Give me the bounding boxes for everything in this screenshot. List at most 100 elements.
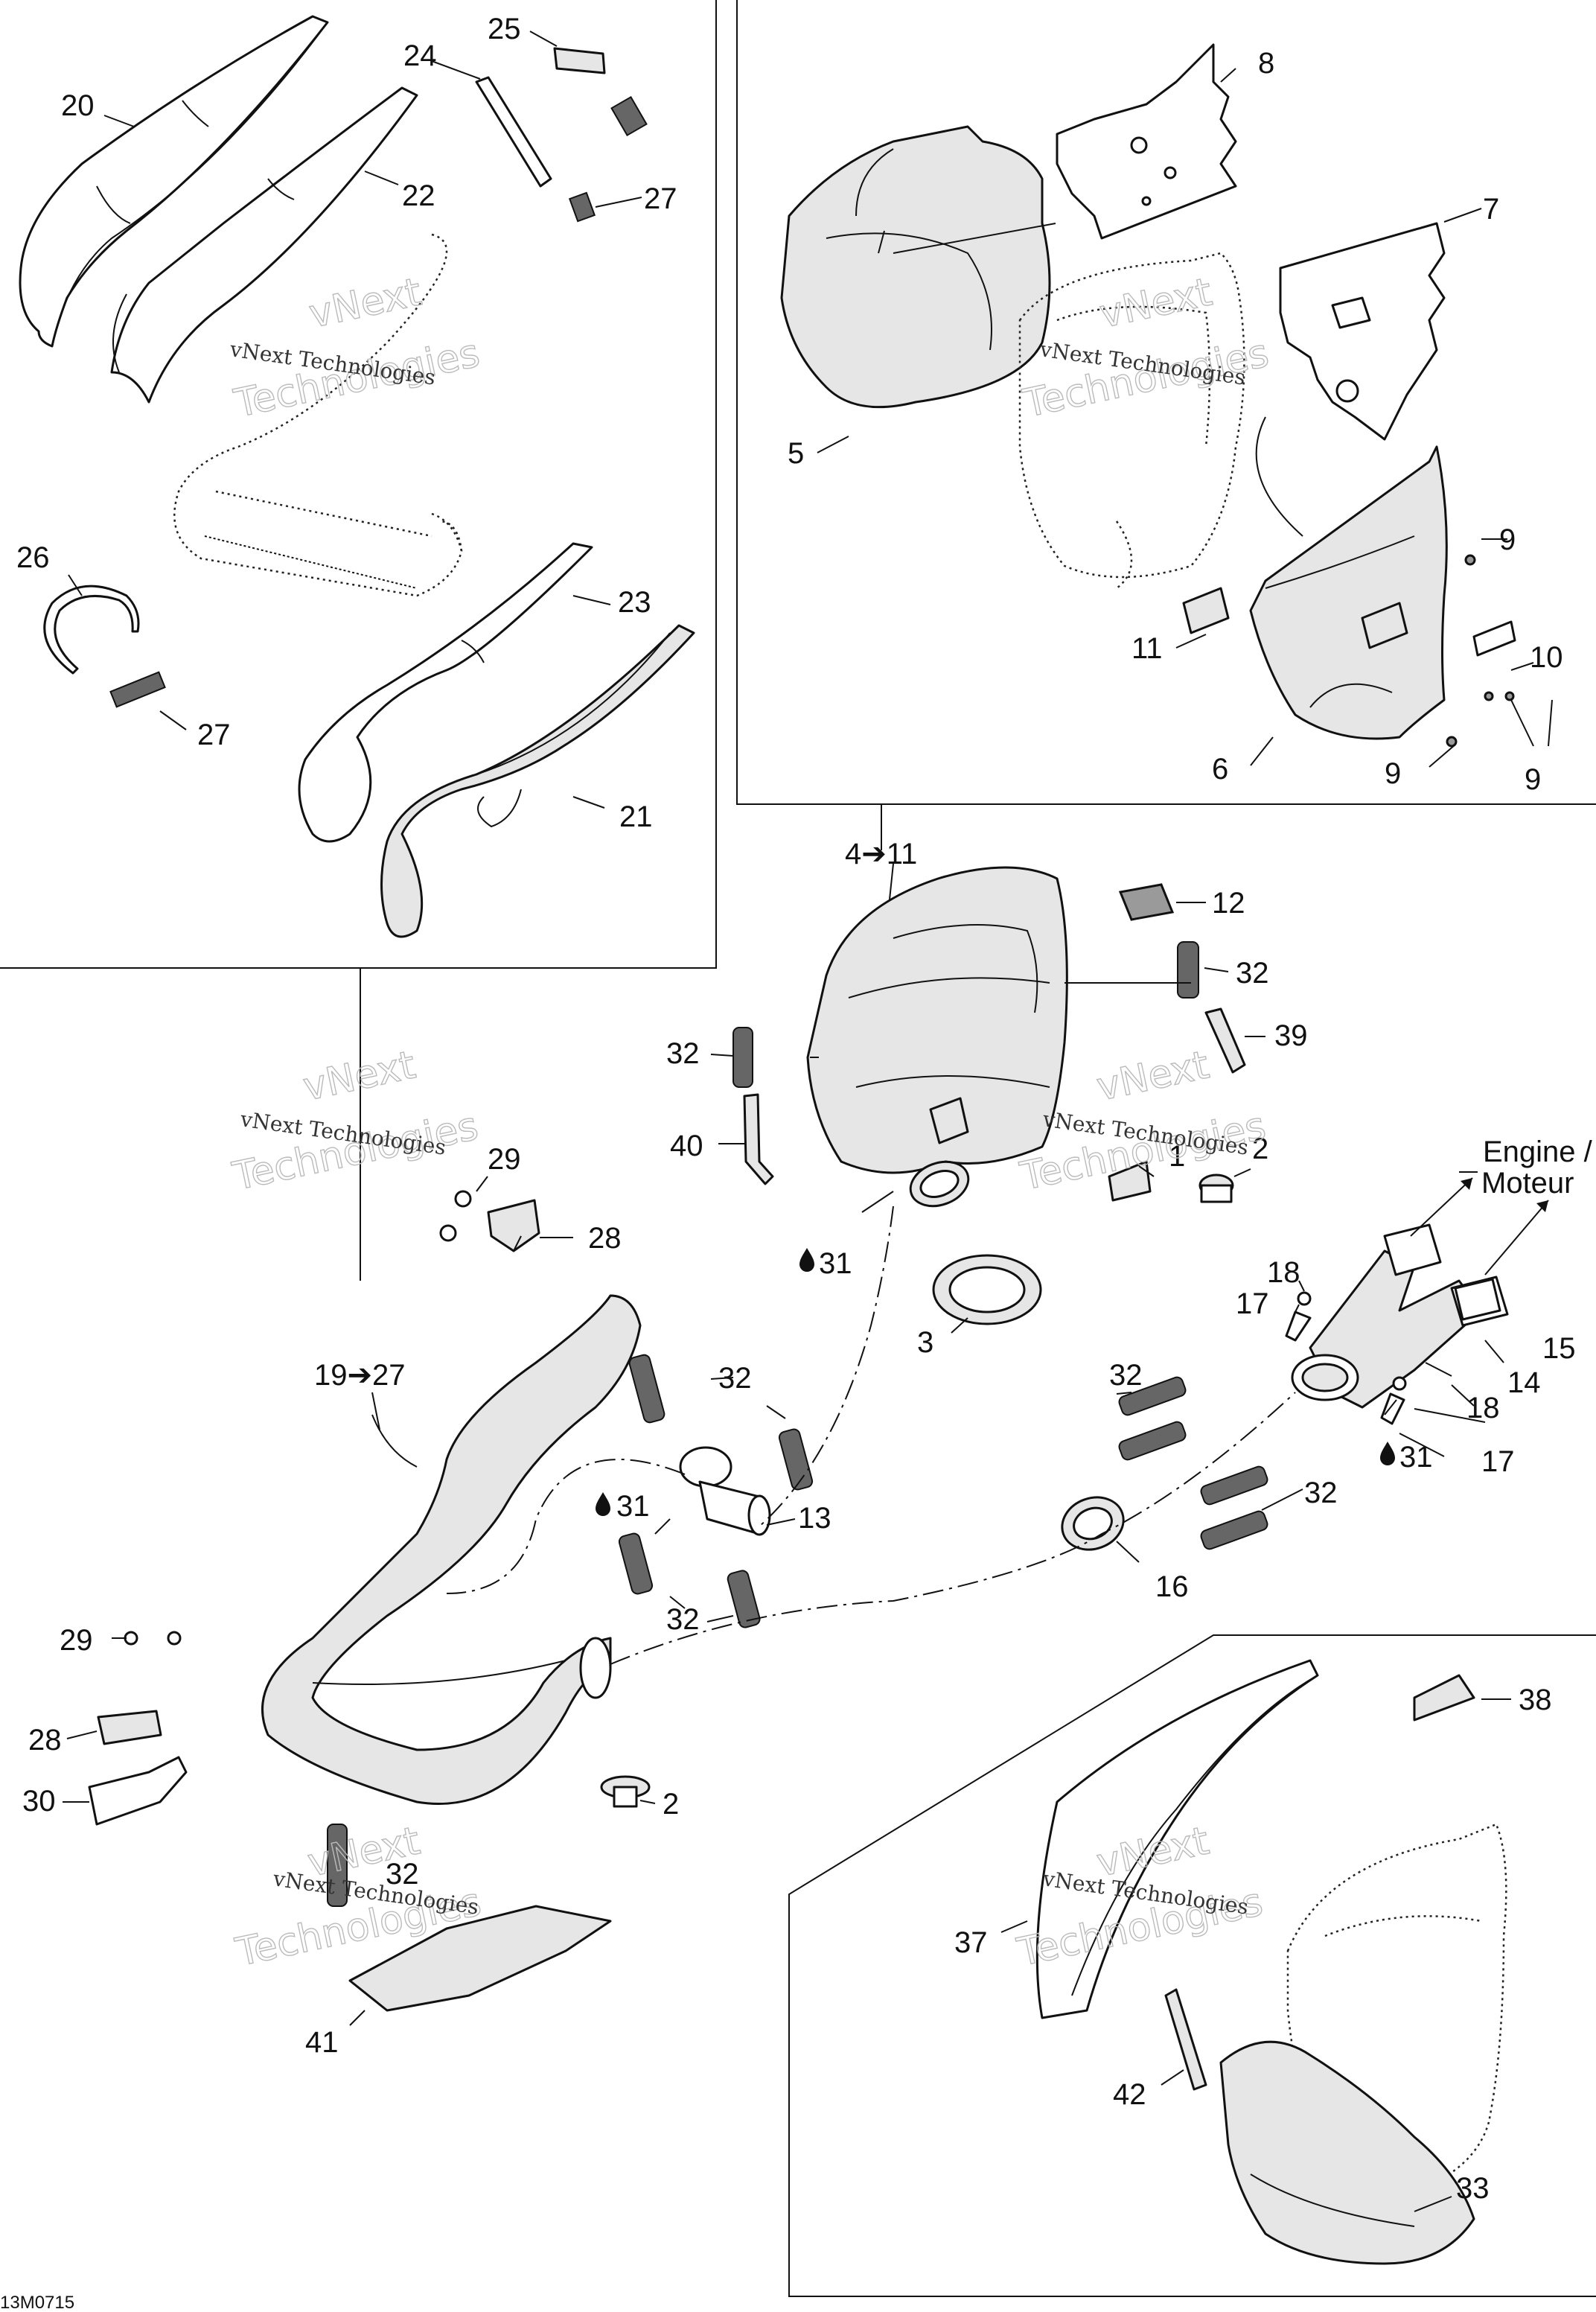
- heat-shield-38: [1413, 1674, 1475, 1722]
- callout-19-27: 19➔27: [314, 1359, 406, 1392]
- muffler-dotted-ghost-top: [1018, 252, 1245, 589]
- strap-39: [1204, 1007, 1246, 1074]
- callout-6: 6: [1212, 753, 1228, 786]
- callout-24: 24: [403, 39, 437, 72]
- callout-22: 22: [402, 179, 435, 212]
- assembly-path-pipe-to-manifold: [610, 1392, 1296, 1665]
- callout-11-top: 11: [1131, 632, 1163, 665]
- seal-3: [932, 1254, 1042, 1325]
- bracket-11-muffler: [1108, 1160, 1152, 1202]
- spring-32-coupler-a: [628, 1354, 665, 1424]
- heat-shield-42: [1164, 1988, 1207, 2091]
- callout-9-top: 9: [1499, 523, 1516, 556]
- callout-30: 30: [22, 1785, 56, 1818]
- heat-shield-22: [110, 86, 418, 404]
- callout-4-11: 4➔11: [845, 838, 917, 870]
- oil-drop-icon-31-b: [596, 1492, 610, 1516]
- frame-bottom-right: [788, 1634, 1596, 2297]
- screw-29-upper-b: [439, 1224, 457, 1242]
- spring-32-lower: [327, 1824, 348, 1907]
- callout-1: 1: [1169, 1140, 1185, 1173]
- spring-32-coupler-c: [618, 1532, 654, 1595]
- insulation-pad-8: [1056, 43, 1237, 240]
- heat-shield-41: [348, 1905, 612, 2012]
- insulation-pad-7: [1279, 222, 1446, 441]
- callout-leaders: [63, 31, 1553, 2212]
- grommet-2-top: [1198, 1173, 1234, 1203]
- muffler-outlet: [909, 1160, 970, 1208]
- bracket-30: [88, 1756, 188, 1826]
- callout-27-left: 27: [197, 719, 231, 751]
- rivet-9-d: [1504, 691, 1515, 701]
- callout-33: 33: [1456, 2172, 1490, 2205]
- watermark-1: vNext Technologies vNext Technologies: [228, 270, 484, 427]
- coupler-13: [679, 1446, 771, 1536]
- callout-13: 13: [798, 1502, 831, 1535]
- callout-39: 39: [1274, 1019, 1308, 1052]
- callout-32-lower: 32: [386, 1858, 419, 1891]
- callout-14: 14: [1507, 1366, 1541, 1399]
- callout-16: 16: [1155, 1570, 1189, 1603]
- plate-10: [1472, 620, 1516, 657]
- tuned-pipe-19-27: [261, 1294, 642, 1805]
- callout-32-coupler-bottom: 32: [666, 1603, 700, 1636]
- spring-27-top: [610, 95, 648, 137]
- heat-shield-21: [380, 624, 695, 938]
- callout-29-upper: 29: [488, 1143, 521, 1176]
- callout-31-muffler: 31: [819, 1247, 852, 1280]
- screw-17-upper: [1285, 1311, 1312, 1342]
- callout-9-bottom-right: 9: [1525, 763, 1541, 796]
- screw-29-lower-a: [124, 1631, 138, 1646]
- callout-2-top: 2: [1252, 1133, 1268, 1165]
- callout-21: 21: [619, 800, 653, 833]
- spring-32-manifold-d: [1200, 1510, 1268, 1550]
- screw-18-lower: [1392, 1376, 1407, 1391]
- callout-15: 15: [1542, 1332, 1576, 1365]
- muffler-4-11: [806, 866, 1068, 1174]
- callout-20: 20: [61, 89, 95, 122]
- grommet-2-bottom: [600, 1775, 651, 1808]
- engine-arrow-lower: [1484, 1200, 1549, 1276]
- heat-shield-37: [1035, 1659, 1319, 2019]
- engine-arrow-upper: [1410, 1177, 1473, 1237]
- svg-text:vNext: vNext: [1096, 270, 1216, 337]
- heat-shield-33: [1219, 2040, 1475, 2265]
- callout-32-coupler-top: 32: [718, 1362, 752, 1395]
- callout-41: 41: [305, 2026, 339, 2059]
- callout-engine-line1: Engine /: [1483, 1136, 1593, 1168]
- callout-engine-line2: Moteur: [1481, 1167, 1574, 1200]
- retaining-ring-26: [43, 585, 140, 675]
- tuned-pipe-dotted-ghost: [173, 233, 463, 597]
- callout-37: 37: [954, 1926, 988, 1959]
- callout-40: 40: [670, 1130, 703, 1162]
- heat-shield-6: [1249, 445, 1448, 740]
- outlet-bracket-1: [929, 1097, 969, 1144]
- callout-17-upper: 17: [1236, 1287, 1269, 1320]
- assembly-path-muffler-to-coupler: [759, 1206, 894, 1527]
- spring-32-mount: [1177, 941, 1199, 999]
- svg-text:vNext: vNext: [299, 1042, 419, 1109]
- callout-31-manifold: 31: [1399, 1441, 1433, 1474]
- callout-32-manifold-bottom: 32: [1304, 1477, 1338, 1509]
- spring-32-coupler-b: [778, 1428, 814, 1491]
- heat-shield-20: [19, 15, 329, 348]
- screw-29-upper-a: [454, 1190, 472, 1208]
- callout-5: 5: [788, 437, 804, 470]
- bracket-11-top: [1182, 587, 1230, 634]
- leader-lines: [810, 223, 1478, 1173]
- callout-28-lower: 28: [28, 1724, 62, 1757]
- callout-29-lower: 29: [60, 1624, 93, 1657]
- callout-9-bottom-left: 9: [1385, 757, 1401, 790]
- rivet-9-c: [1484, 691, 1494, 701]
- callout-8: 8: [1258, 47, 1274, 80]
- callout-32-manifold-top: 32: [1109, 1359, 1143, 1392]
- spring-32-manifold-c: [1200, 1465, 1268, 1506]
- assembly-path-coupler-to-pipe: [446, 1459, 686, 1594]
- callout-23: 23: [618, 586, 651, 619]
- callout-12: 12: [1212, 887, 1245, 920]
- document-reference-code: 13M0715: [0, 2293, 74, 2312]
- exhaust-manifold-14: [1291, 1223, 1509, 1409]
- spring-32-manifold-a: [1118, 1376, 1187, 1416]
- svg-text:vNext: vNext: [305, 270, 425, 337]
